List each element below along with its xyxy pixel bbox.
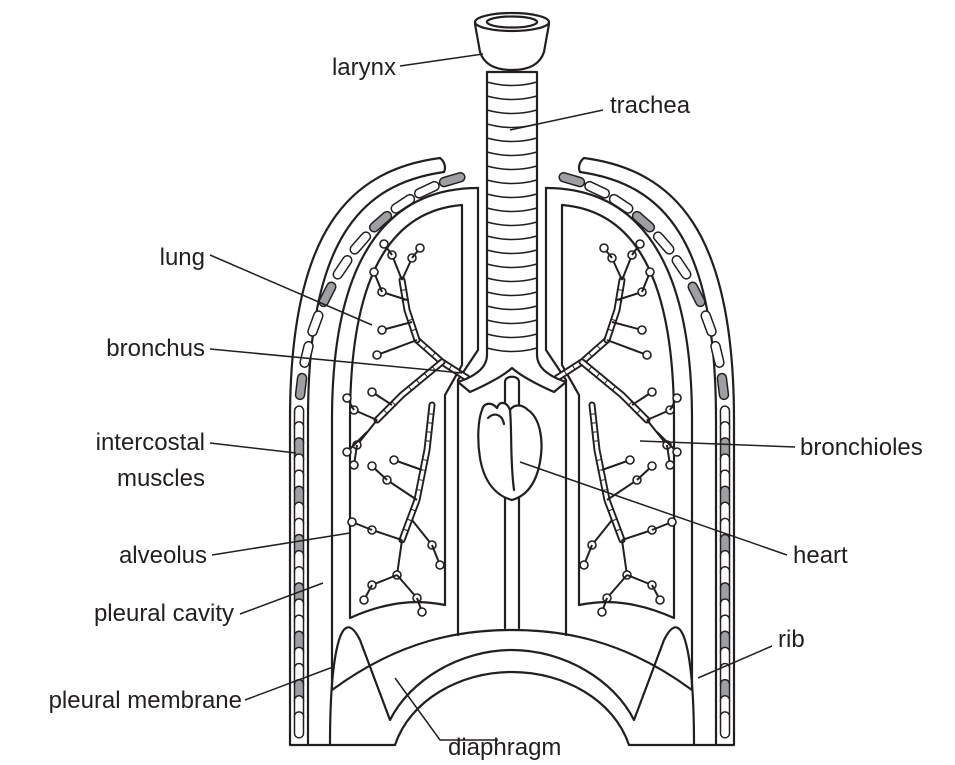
alveolus <box>370 268 378 276</box>
right-lung <box>562 205 674 618</box>
label-intercostal-line1: intercostal <box>96 429 205 456</box>
label-lung: lung <box>160 244 205 271</box>
alveolus <box>600 244 608 252</box>
bronchiole <box>412 520 432 545</box>
label-pleural-cavity: pleural cavity <box>94 600 234 627</box>
label-intercostal-line2: muscles <box>117 465 205 492</box>
leader-intercostal <box>210 443 296 453</box>
bronchiole <box>592 520 612 545</box>
alveolus <box>343 394 351 402</box>
intercostal-muscle <box>332 254 354 281</box>
alveolus <box>646 268 654 276</box>
bronchiole <box>387 480 417 500</box>
alveolus <box>418 608 426 616</box>
heart-shape <box>478 403 541 500</box>
alveolus <box>380 240 388 248</box>
alveolus <box>626 456 634 464</box>
alveolus <box>656 596 664 604</box>
bronchiole <box>607 340 647 355</box>
intercostal-muscle <box>700 310 717 338</box>
bronchiole <box>622 540 627 575</box>
rib <box>717 373 729 400</box>
alveolus <box>638 326 646 334</box>
alveolus <box>648 388 656 396</box>
lower-bronchus <box>402 405 432 540</box>
label-heart: heart <box>793 542 848 569</box>
alveolus <box>368 388 376 396</box>
label-rib: rib <box>778 626 805 653</box>
alveolus <box>666 461 674 469</box>
intercostal-muscle <box>307 310 324 338</box>
alveolus <box>368 462 376 470</box>
leader-pleural-cavity <box>240 583 323 614</box>
leader-heart <box>520 462 787 555</box>
alveolus <box>416 244 424 252</box>
alveolus <box>598 608 606 616</box>
alveolus <box>350 461 358 469</box>
alveolus <box>436 561 444 569</box>
left-lung <box>350 205 462 618</box>
alveolus <box>373 351 381 359</box>
alveolus <box>360 596 368 604</box>
intercostal-muscle <box>721 712 730 738</box>
alveolus <box>668 518 676 526</box>
trachea-tube <box>458 72 566 392</box>
intercostal-muscle <box>348 230 372 255</box>
bronchiole <box>377 340 417 355</box>
ribs-right <box>558 172 730 738</box>
intercostal-muscle <box>652 230 676 255</box>
label-alveolus: alveolus <box>119 542 207 569</box>
label-pleural-membrane: pleural membrane <box>49 687 242 714</box>
rib <box>558 172 585 188</box>
alveolus <box>390 456 398 464</box>
larynx-shape <box>475 13 549 70</box>
intercostal-muscle <box>671 254 693 281</box>
alveolus <box>673 448 681 456</box>
alveolus <box>580 561 588 569</box>
label-diaphragm: diaphragm <box>448 734 561 761</box>
alveolus <box>378 326 386 334</box>
ribs-left <box>294 172 466 738</box>
label-bronchioles: bronchioles <box>800 434 923 461</box>
alveolus <box>636 240 644 248</box>
label-bronchus: bronchus <box>106 335 205 362</box>
label-larynx: larynx <box>332 54 396 81</box>
alveolus <box>643 351 651 359</box>
rib <box>295 373 307 400</box>
intercostal-muscle <box>299 341 314 368</box>
alveolus <box>343 448 351 456</box>
alveolus <box>648 462 656 470</box>
intercostal-muscle <box>710 341 725 368</box>
intercostal-muscle <box>295 712 304 738</box>
alveolus <box>673 394 681 402</box>
rib <box>438 172 465 188</box>
bronchiole <box>397 540 402 575</box>
lower-bronchus <box>592 405 622 540</box>
leader-alveolus <box>212 533 350 555</box>
leader-larynx <box>400 54 483 66</box>
label-trachea: trachea <box>610 92 691 119</box>
alveolus <box>348 518 356 526</box>
